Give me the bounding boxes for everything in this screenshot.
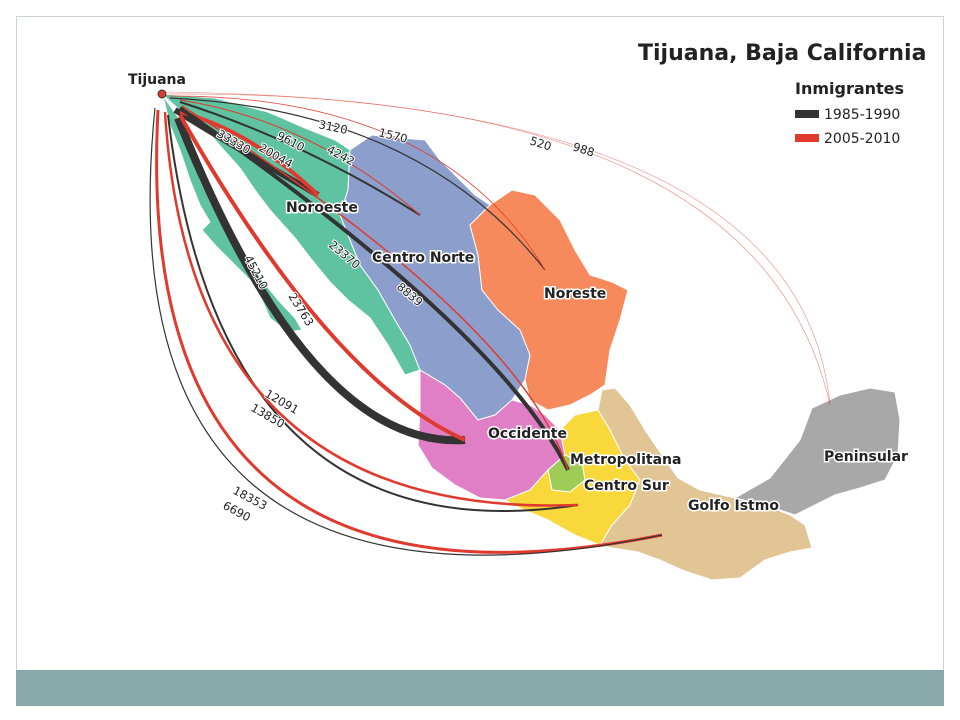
legend-swatch-2005	[795, 134, 819, 142]
legend: Inmigrantes 1985-1990 2005-2010	[795, 79, 904, 147]
bottom-band	[16, 670, 944, 706]
flow-peninsular-2005	[167, 91, 831, 406]
flow-golfo-istmo-2005	[149, 107, 663, 556]
flow-centro-norte-2005	[179, 99, 421, 216]
region-label-metropolitana: Metropolitana	[570, 452, 681, 468]
region-label-noreste: Noreste	[544, 286, 606, 302]
flow-centro-sur-2005	[163, 111, 579, 507]
flow-golfo-istmo-1985	[155, 109, 663, 554]
region-label-occidente: Occidente	[488, 426, 567, 442]
flow-centro-norte-1985	[179, 101, 421, 216]
map-title: Tijuana, Baja California	[638, 41, 926, 66]
region-label-golfo-istmo: Golfo Istmo	[688, 498, 779, 514]
flow-occidente-2005	[178, 114, 466, 442]
flow-noreste-1985	[169, 97, 546, 271]
flow-noreste-2005	[169, 95, 546, 271]
flow-metropolitana-1985	[178, 106, 570, 471]
legend-label-1985: 1985-1990	[824, 107, 900, 123]
region-label-peninsular: Peninsular	[824, 449, 908, 465]
region-label-noroeste: Noroeste	[286, 200, 358, 216]
flow-label-peninsular-2005: 988	[571, 140, 596, 160]
flow-metropolitana-2005	[181, 105, 569, 471]
flow-occidente-1985	[174, 116, 466, 445]
region-golfo-istmo	[597, 387, 813, 581]
region-label-centro-sur: Centro Sur	[584, 478, 669, 494]
region-peninsular	[733, 387, 901, 516]
region-noroeste	[160, 93, 421, 376]
legend-label-2005: 2005-2010	[824, 131, 900, 147]
origin-label: Tijuana	[128, 72, 186, 88]
flow-centro-sur-1985	[167, 114, 579, 513]
region-label-centro-norte: Centro Norte	[372, 250, 474, 266]
origin-marker	[157, 89, 167, 99]
legend-title: Inmigrantes	[795, 79, 904, 98]
region-labels: Noroeste Centro Norte Noreste Occidente …	[285, 199, 910, 516]
region-noreste	[469, 189, 629, 411]
flow-lines	[149, 91, 831, 556]
legend-swatch-1985	[795, 110, 819, 118]
